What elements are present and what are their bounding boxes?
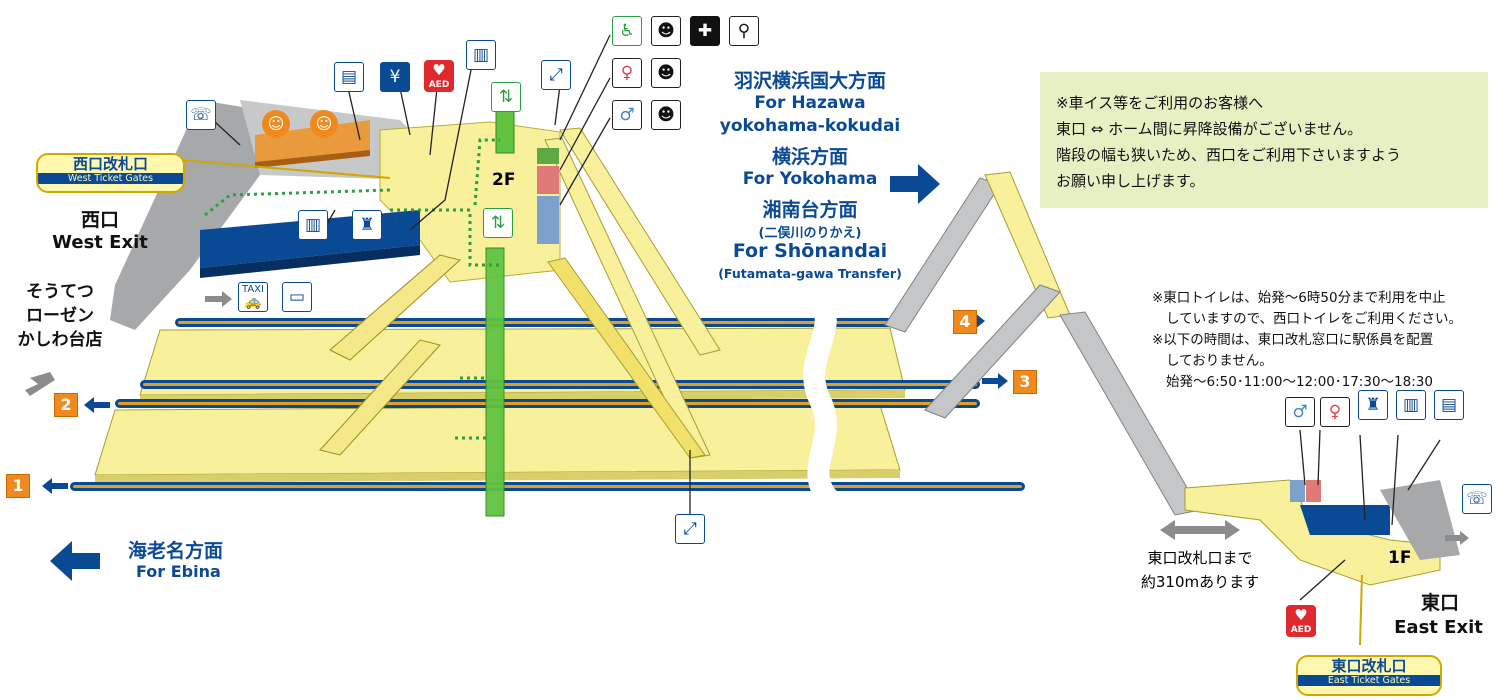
- direction-shonandai-sub: (二俣川のりかえ): [758, 226, 862, 241]
- floor-2f: 2F: [492, 170, 516, 190]
- wheelchair-notice: ※車イス等をご利用のお客様へ 東口 ⇔ ホーム間に昇降設備がございません。 階段…: [1040, 72, 1488, 208]
- west-exit-en: West Exit: [52, 232, 148, 253]
- east-notes: ※東口トイレは、始発〜6時50分まで利用を中止 していますので、西口トイレをご利…: [1152, 288, 1492, 393]
- store-line2: ローゼン: [26, 306, 94, 326]
- direction-hazawa-en2: yokohama-kokudai: [719, 116, 901, 136]
- south-arrow: [50, 541, 100, 581]
- track-number-4: 4: [953, 310, 977, 334]
- coin-locker-icon: ▤: [334, 62, 364, 92]
- diaper-changing-icon: ⚲: [729, 16, 759, 46]
- east-stairs-lower: [924, 284, 1061, 419]
- west-ticket-gates-label: 西口改札口 West Ticket Gates: [36, 153, 185, 193]
- phone-icon-east: ☏: [1462, 484, 1492, 514]
- direction-shonandai-en-sub: (Futamata-gawa Transfer): [718, 266, 902, 281]
- distance-note: 東口改札口まで 約310mあります: [1110, 546, 1290, 594]
- note1-a: ※東口トイレは、始発〜6時50分まで利用を中止: [1152, 290, 1446, 306]
- baby-icon: ☻: [651, 16, 681, 46]
- elevator-icon: ⇅: [491, 82, 521, 112]
- east-gate-en: East Ticket Gates: [1298, 675, 1440, 686]
- ticket-machine-icon-2: ▥: [298, 210, 328, 240]
- note2-a: ※以下の時間は、東口改札窓口に駅係員を配置: [1152, 332, 1434, 348]
- shop-icon-1: ☺: [262, 110, 290, 138]
- escalator-a: [559, 127, 721, 356]
- note1-b: していますので、西口トイレをご利用ください。: [1166, 311, 1463, 327]
- note2-b: しておりません。: [1166, 353, 1273, 369]
- west-gate-en: West Ticket Gates: [38, 173, 183, 184]
- direction-shonandai-jp: 湘南台方面: [762, 199, 858, 221]
- toilet-block-blue: [537, 196, 559, 244]
- toilet-block-red: [537, 166, 559, 194]
- direction-ebina-en: For Ebina: [136, 562, 221, 581]
- womens-toilet-icon: ♀: [612, 58, 642, 88]
- aed-icon-west: ♥AED: [424, 60, 454, 92]
- coin-locker-icon-east: ▤: [1434, 390, 1464, 420]
- direction-hazawa-en1: For Hazawa: [754, 93, 866, 113]
- notice-line4: お願い申し上げます。: [1056, 172, 1205, 190]
- bus-icon: ▭: [282, 282, 312, 312]
- aed-icon-east: ♥AED: [1286, 605, 1316, 637]
- east-gate-jp: 東口改札口: [1331, 657, 1407, 675]
- direction-yokohama-en: For Yokohama: [742, 169, 878, 189]
- escalator-icon-2: ⤢: [675, 514, 705, 544]
- east-ticket-gates-label: 東口改札口 East Ticket Gates: [1296, 655, 1442, 696]
- aed-label-east: AED: [1290, 625, 1312, 635]
- womens-toilet-icon-east: ♀: [1320, 397, 1350, 427]
- track-number-2: 2: [54, 393, 78, 417]
- east-exit-jp: 東口: [1420, 592, 1459, 614]
- atm-icon: ¥: [380, 62, 410, 92]
- notice-line2: 東口 ⇔ ホーム間に昇降設備がございません。: [1056, 120, 1363, 138]
- store-line1: そうてつ: [26, 282, 94, 302]
- track-number-3: 3: [1013, 370, 1037, 394]
- east-exit-en: East Exit: [1394, 617, 1483, 638]
- ostomate-icon: ✚: [690, 16, 720, 46]
- station-staff-icon: ♜: [352, 210, 382, 240]
- escalator-icon: ⤢: [541, 60, 571, 90]
- notice-line1: ※車イス等をご利用のお客様へ: [1056, 94, 1264, 112]
- taxi-icon: TAXI🚕: [238, 282, 268, 312]
- west-gate-jp: 西口改札口: [72, 155, 148, 173]
- ticket-machine-icon: ▥: [466, 40, 496, 70]
- mens-toilet-icon-east: ♂: [1285, 397, 1315, 427]
- elevator-shaft-2: [485, 247, 505, 517]
- west-exit-jp: 西口: [80, 209, 119, 231]
- direction-hazawa-jp: 羽沢横浜国大方面: [733, 70, 886, 92]
- direction-shonandai-en: For Shōnandai: [732, 240, 888, 262]
- baby-icon-2: ☻: [651, 58, 681, 88]
- station-staff-icon-east: ♜: [1358, 390, 1388, 420]
- aed-label-west: AED: [428, 80, 450, 90]
- notice-line3: 階段の幅も狭いため、西口をご利用下さいますよう: [1056, 146, 1402, 164]
- elevator-icon-2: ⇅: [483, 208, 513, 238]
- west-plaza: [110, 100, 260, 330]
- floor-1f: 1F: [1388, 548, 1412, 568]
- distance-line1: 東口改札口まで: [1147, 549, 1253, 567]
- wheelchair-toilet-icon: ♿: [612, 16, 642, 46]
- ticket-machine-icon-east: ▥: [1396, 390, 1426, 420]
- phone-icon: ☏: [186, 100, 216, 130]
- elevator-shaft-1: [495, 107, 515, 154]
- direction-ebina-jp: 海老名方面: [128, 540, 224, 562]
- store-line3: かしわ台店: [17, 330, 103, 350]
- toilet-block-green: [537, 148, 559, 164]
- track-number-1: 1: [6, 474, 30, 498]
- shop-icon-2: ☺: [310, 110, 338, 138]
- baby-icon-3: ☻: [651, 100, 681, 130]
- direction-yokohama-jp: 横浜方面: [771, 146, 848, 168]
- note2-c: 始発〜6:50･11:00〜12:00･17:30〜18:30: [1166, 374, 1433, 390]
- distance-line2: 約310mあります: [1140, 573, 1260, 591]
- mens-toilet-icon: ♂: [612, 100, 642, 130]
- taxi-label: TAXI: [242, 284, 264, 295]
- north-arrow: [890, 164, 940, 204]
